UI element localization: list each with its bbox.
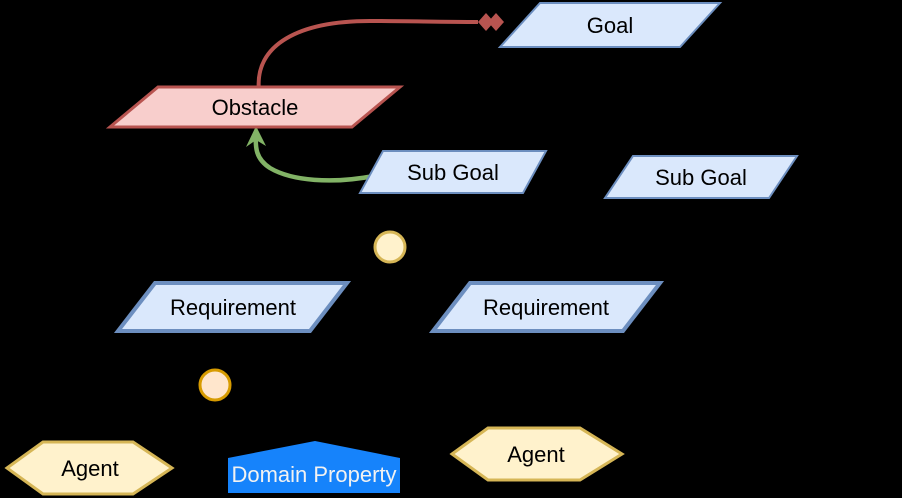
requirement-right-node: Requirement [428,281,665,333]
subgoal-right-node: Sub Goal [603,155,799,199]
edge-circle-to-agent-left [91,399,211,444]
requirement-right-shape [428,281,665,333]
goal-shape [497,2,723,48]
edge-subgoal-left-to-circle [392,194,431,234]
domain-property-label: Domain Property [231,462,396,487]
obstacle-label: Obstacle [212,95,299,120]
agent-left-shape [4,440,175,496]
domain-property-shape [228,441,400,493]
requirement-left-label: Requirement [170,295,296,320]
edge-subgoal-left-to-goal [503,45,594,152]
edge-circle-to-requirement-left [226,250,376,286]
agent-right-shape [449,426,625,482]
obstruction-arrowhead-diamond-1 [478,13,494,31]
edge-circle-to-requirement-right [404,250,537,286]
subgoal-left-label: Sub Goal [407,160,499,185]
resolution-edge [246,126,375,183]
refinement-edges [91,45,695,444]
requirement-left-node: Requirement [113,281,352,333]
refinement-circle-lower [198,368,232,402]
agent-left-node: Agent [4,440,175,496]
agent-left-label: Agent [61,456,119,481]
requirement-right-label: Requirement [483,295,609,320]
subgoal-right-shape [603,155,799,199]
subgoal-left-shape [358,150,548,194]
obstruction-edge [256,13,504,92]
domain-property-node: Domain Property [228,441,400,493]
obstacle-node: Obstacle [105,85,405,129]
obstruction-arrowhead-diamond-2 [488,13,504,31]
requirement-left-shape [113,281,352,333]
edge-requirement-left-to-circle [215,330,230,371]
refinement-circle-upper [373,230,407,264]
edge-subgoal-right-to-goal [624,45,695,157]
goal-label: Goal [587,13,633,38]
goal-node: Goal [497,2,723,48]
edge-requirement-right-to-agent-right [531,330,541,430]
resolution-edge-line [253,132,375,183]
obstacle-shape [105,85,405,129]
agent-right-label: Agent [507,442,565,467]
subgoal-right-label: Sub Goal [655,165,747,190]
resolution-arrowhead [246,126,266,147]
agent-right-node: Agent [449,426,625,482]
subgoal-left-node: Sub Goal [358,150,548,194]
obstruction-edge-line [256,18,479,92]
